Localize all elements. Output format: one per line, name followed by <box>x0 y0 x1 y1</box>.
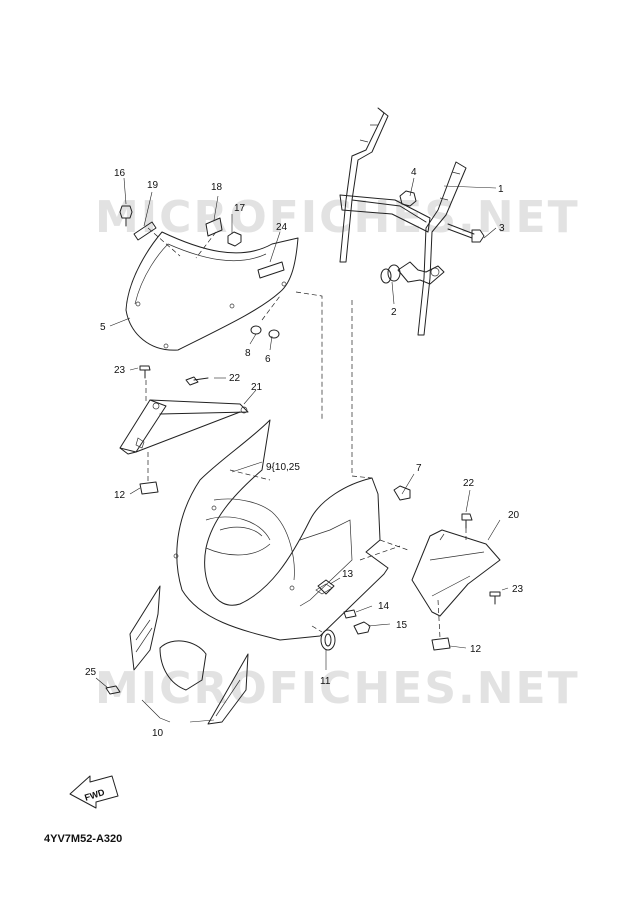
callout-12-right: 12 <box>470 644 482 655</box>
callout-16: 16 <box>114 168 126 179</box>
callout-18: 18 <box>211 182 223 193</box>
bolt-part-3 <box>447 223 485 243</box>
nut-part-17 <box>227 231 242 247</box>
screw-part-7 <box>393 485 411 501</box>
nut-part-12-left <box>139 481 159 495</box>
clip-part-25 <box>105 685 121 695</box>
watermark-top: MICROFICHES.NET <box>95 192 580 243</box>
callout-4: 4 <box>411 167 417 178</box>
callout-20: 20 <box>508 510 520 521</box>
emblem-part-24 <box>257 261 285 279</box>
nut-part-12-right <box>431 637 451 651</box>
grommet-part-2 <box>380 264 401 284</box>
side-panel-part-10-right <box>207 653 249 725</box>
callout-23-left: 23 <box>114 365 126 376</box>
bolt-part-22-right <box>461 513 473 529</box>
cowling-stay-bracket <box>339 107 467 336</box>
callout-25: 25 <box>85 667 97 678</box>
well-nut-part-8 <box>250 325 262 335</box>
screw-part-16 <box>119 205 133 227</box>
callout-10: 10 <box>152 728 164 739</box>
washer-part-6 <box>268 329 280 339</box>
callout-24: 24 <box>276 222 288 233</box>
callout-7: 7 <box>416 463 422 474</box>
forward-direction-arrow: FWD <box>69 775 119 809</box>
watermark-bottom: MICROFICHES.NET <box>95 663 580 714</box>
center-panel-part-10 <box>159 640 207 691</box>
callout-14: 14 <box>378 601 390 612</box>
callout-12-left: 12 <box>114 490 126 501</box>
collar-part-14 <box>343 609 357 619</box>
callout-19: 19 <box>147 180 159 191</box>
callout-3: 3 <box>499 223 505 234</box>
callout-22-right: 22 <box>463 478 475 489</box>
callout-21: 21 <box>251 382 263 393</box>
clip-part-13 <box>317 579 335 595</box>
callout-8: 8 <box>245 348 251 359</box>
screw-part-23-right <box>489 591 501 605</box>
washer-part-18 <box>205 217 223 237</box>
cowling-part-9 <box>173 419 389 641</box>
bracket-part-21 <box>119 399 249 455</box>
callout-9: 9{10,25 <box>266 462 300 473</box>
callout-23-right: 23 <box>512 584 524 595</box>
leader-lines <box>95 177 509 689</box>
inner-panel-part-20 <box>411 529 501 617</box>
callout-17: 17 <box>234 203 246 214</box>
callout-22-left: 22 <box>229 373 241 384</box>
bolt-part-22-left <box>185 376 209 386</box>
callout-6: 6 <box>265 354 271 365</box>
callout-labels: 1 2 3 4 5 6 7 8 9{10,25 10 11 12 12 13 1… <box>85 167 524 739</box>
callout-1: 1 <box>498 184 504 195</box>
callout-11: 11 <box>320 676 331 687</box>
nut-part-19 <box>133 221 157 241</box>
callout-5: 5 <box>100 322 106 333</box>
callout-2: 2 <box>391 307 397 318</box>
callout-15: 15 <box>396 620 408 631</box>
side-panel-part-10-left <box>129 585 161 671</box>
nut-part-4 <box>399 190 417 207</box>
screw-part-23-left <box>139 365 151 379</box>
grommet-part-11 <box>320 629 336 651</box>
diagram-code: 4YV7M52-A320 <box>44 833 122 845</box>
screw-part-15 <box>353 621 371 635</box>
callout-13: 13 <box>342 569 354 580</box>
windshield-part-5 <box>125 231 299 351</box>
